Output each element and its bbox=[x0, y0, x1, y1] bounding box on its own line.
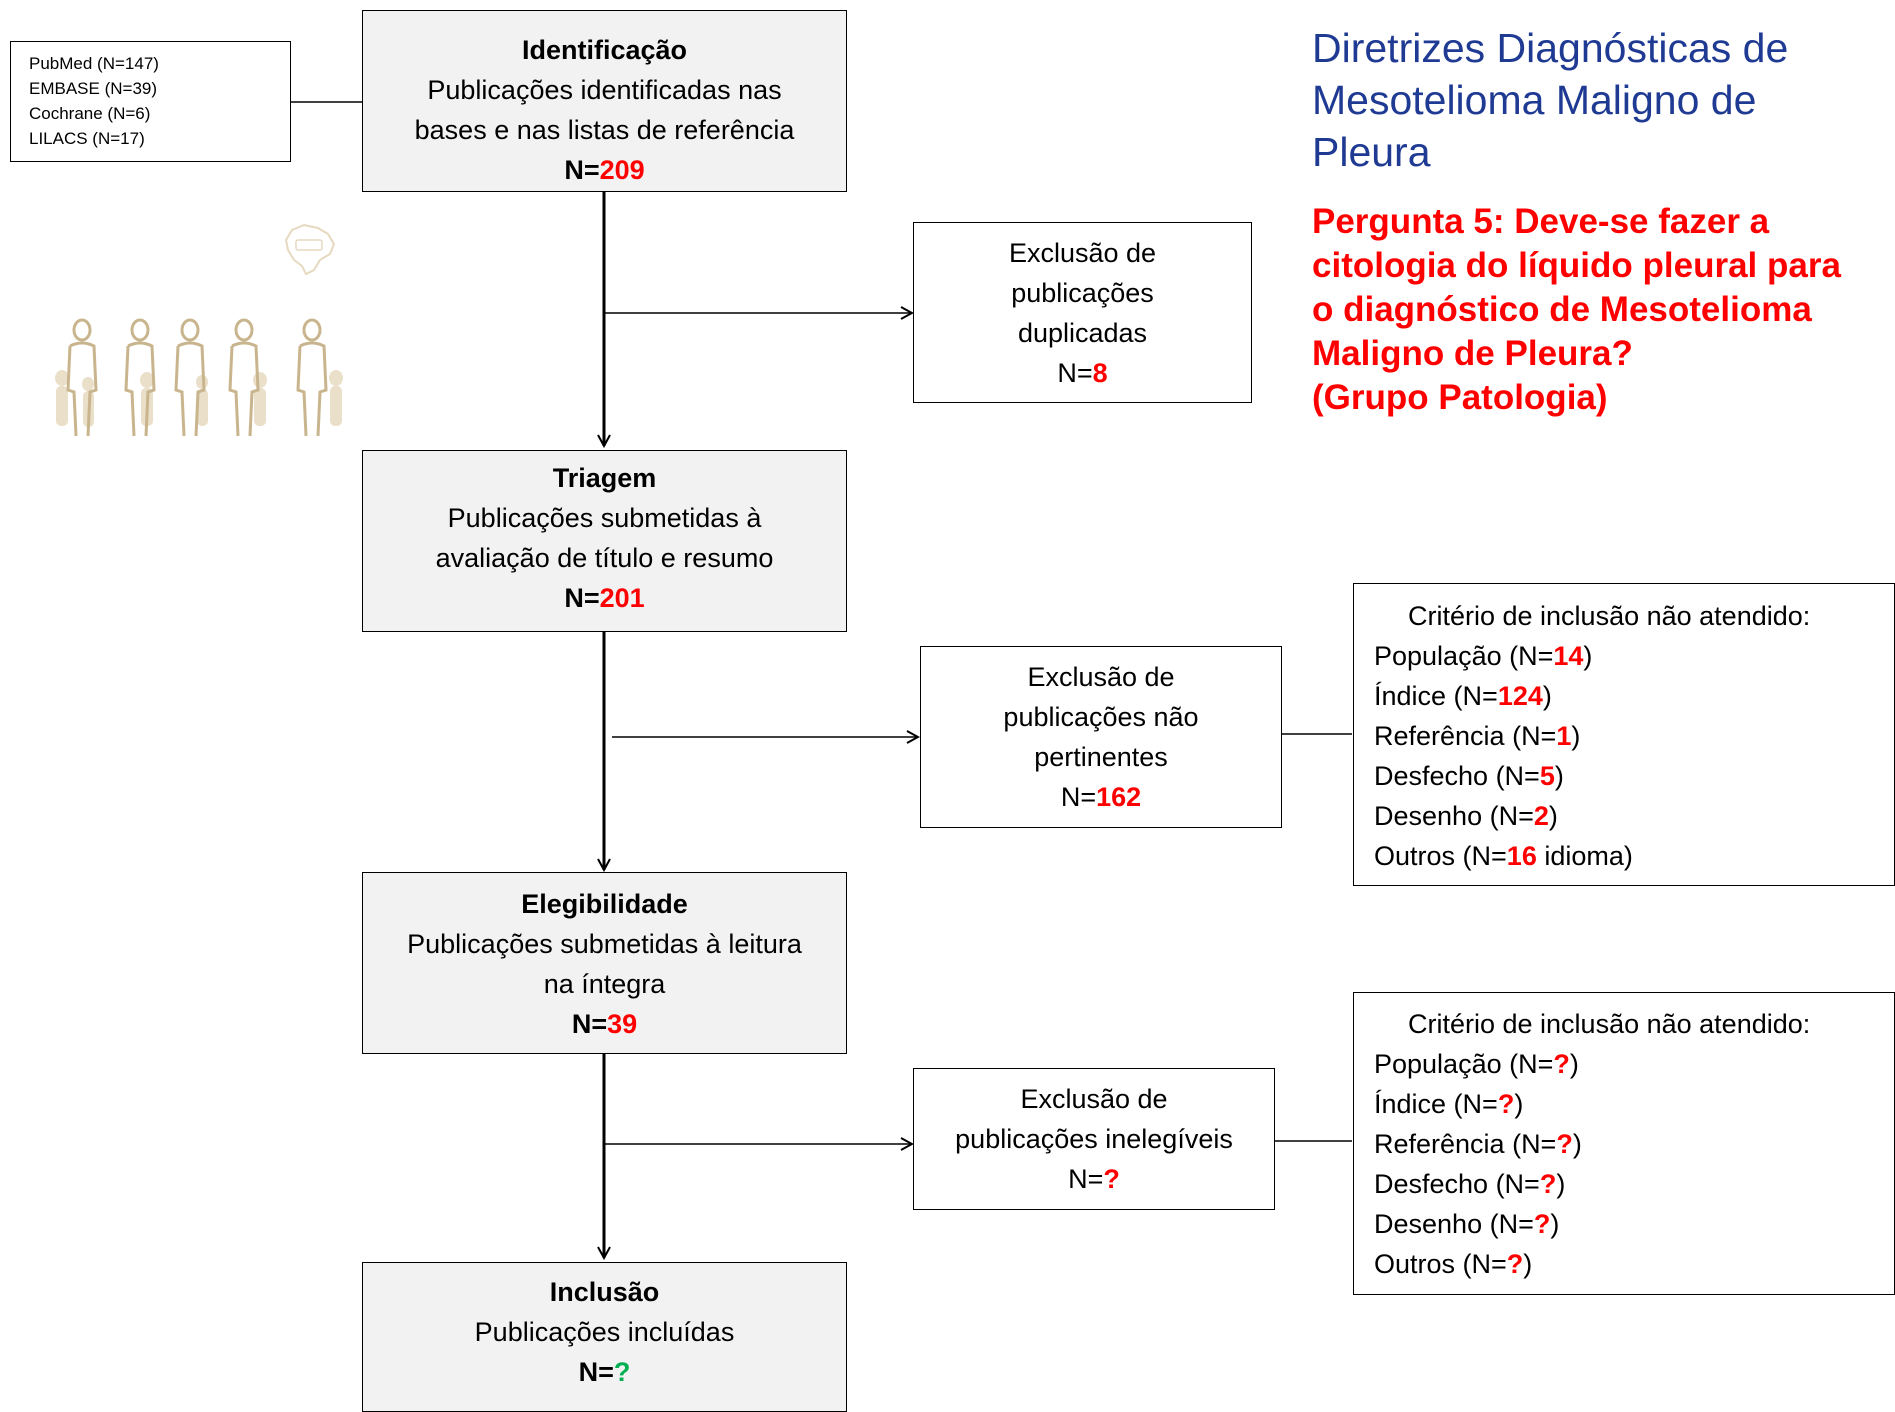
stage-line: Publicações submetidas à leitura bbox=[407, 929, 802, 959]
criteria-title: Critério de inclusão não atendido: bbox=[1408, 601, 1811, 631]
criteria-item: Outros (N=?) bbox=[1374, 1249, 1533, 1279]
criteria-item: Referência (N=?) bbox=[1374, 1129, 1582, 1159]
stage-heading: Identificação bbox=[521, 35, 688, 65]
criteria-item: Índice (N=?) bbox=[1374, 1089, 1524, 1119]
exclusion-inelegiveis: Exclusão de publicações inelegíveis N=? bbox=[913, 1068, 1275, 1210]
question-line: citologia do líquido pleural para bbox=[1312, 246, 1841, 285]
people-illustration bbox=[55, 318, 343, 437]
criteria-item: População (N=?) bbox=[1374, 1049, 1579, 1079]
stage-inclusao: Inclusão Publicações incluídas N=? bbox=[362, 1262, 847, 1412]
exclusion-duplicadas: Exclusão de publicações duplicadas N=8 bbox=[913, 222, 1252, 403]
stage-line: avaliação de título e resumo bbox=[435, 543, 774, 573]
exclusion-line: publicações bbox=[1011, 277, 1154, 308]
stage-count: N=209 bbox=[564, 155, 645, 185]
criteria-item: Outros (N=16 idioma) bbox=[1374, 841, 1633, 871]
stage-count: N=? bbox=[578, 1357, 631, 1387]
stage-line: Publicações incluídas bbox=[474, 1317, 735, 1347]
criteria-item: Índice (N=124) bbox=[1374, 681, 1552, 711]
stage-heading: Inclusão bbox=[549, 1277, 660, 1307]
stage-count: N=201 bbox=[564, 583, 645, 613]
criteria-box-elegibilidade: Critério de inclusão não atendido: Popul… bbox=[1353, 992, 1895, 1295]
question-line: Maligno de Pleura? bbox=[1312, 334, 1633, 373]
exclusion-line: pertinentes bbox=[1034, 742, 1168, 772]
criteria-box-triagem: Critério de inclusão não atendido: Popul… bbox=[1353, 583, 1895, 886]
criteria-item: Desfecho (N=?) bbox=[1374, 1169, 1566, 1199]
question-line: o diagnóstico de Mesotelioma bbox=[1312, 290, 1812, 329]
page-title: Diretrizes Diagnósticas de Mesotelioma M… bbox=[1312, 25, 1789, 175]
exclusion-nao-pertinentes: Exclusão de publicações não pertinentes … bbox=[920, 646, 1282, 828]
exclusion-line: publicações não bbox=[1003, 702, 1199, 732]
stage-heading: Triagem bbox=[552, 463, 657, 493]
sources-box: PubMed (N=147) EMBASE (N=39) Cochrane (N… bbox=[10, 41, 291, 162]
stage-line: Publicações submetidas à bbox=[447, 503, 762, 533]
exclusion-count: N=8 bbox=[1057, 357, 1108, 388]
criteria-title: Critério de inclusão não atendido: bbox=[1408, 1009, 1811, 1039]
question-line: Pergunta 5: Deve-se fazer a bbox=[1312, 202, 1770, 241]
exclusion-count: N=? bbox=[1068, 1164, 1120, 1194]
criteria-item: População (N=14) bbox=[1374, 641, 1593, 671]
brazil-map-icon bbox=[284, 223, 336, 276]
source-item: LILACS (N=17) bbox=[29, 129, 145, 148]
exclusion-line: duplicadas bbox=[1017, 317, 1148, 348]
stage-triagem: Triagem Publicações submetidas à avaliaç… bbox=[362, 450, 847, 632]
exclusion-line: Exclusão de bbox=[1027, 662, 1175, 692]
criteria-item: Desenho (N=?) bbox=[1374, 1209, 1560, 1239]
criteria-item: Desfecho (N=5) bbox=[1374, 761, 1564, 791]
exclusion-line: publicações inelegíveis bbox=[955, 1124, 1233, 1154]
question-line: (Grupo Patologia) bbox=[1312, 378, 1608, 417]
source-item: EMBASE (N=39) bbox=[29, 79, 158, 98]
stage-count: N=39 bbox=[571, 1009, 638, 1039]
stage-heading: Elegibilidade bbox=[521, 889, 688, 919]
criteria-item: Referência (N=1) bbox=[1374, 721, 1581, 751]
stage-line: bases e nas listas de referência bbox=[414, 115, 795, 145]
question-text: Pergunta 5: Deve-se fazer a citologia do… bbox=[1312, 200, 1895, 420]
exclusion-line: Exclusão de bbox=[1008, 237, 1157, 268]
exclusion-count: N=162 bbox=[1060, 782, 1142, 812]
stage-elegibilidade: Elegibilidade Publicações submetidas à l… bbox=[362, 872, 847, 1054]
source-item: PubMed (N=147) bbox=[29, 54, 159, 73]
criteria-item: Desenho (N=2) bbox=[1374, 801, 1558, 831]
stage-identificacao: Identificação Publicações identificadas … bbox=[362, 10, 847, 192]
stage-line: Publicações identificadas nas bbox=[427, 75, 782, 105]
exclusion-line: Exclusão de bbox=[1020, 1084, 1168, 1114]
stage-line: na íntegra bbox=[543, 969, 666, 999]
source-item: Cochrane (N=6) bbox=[29, 104, 151, 123]
